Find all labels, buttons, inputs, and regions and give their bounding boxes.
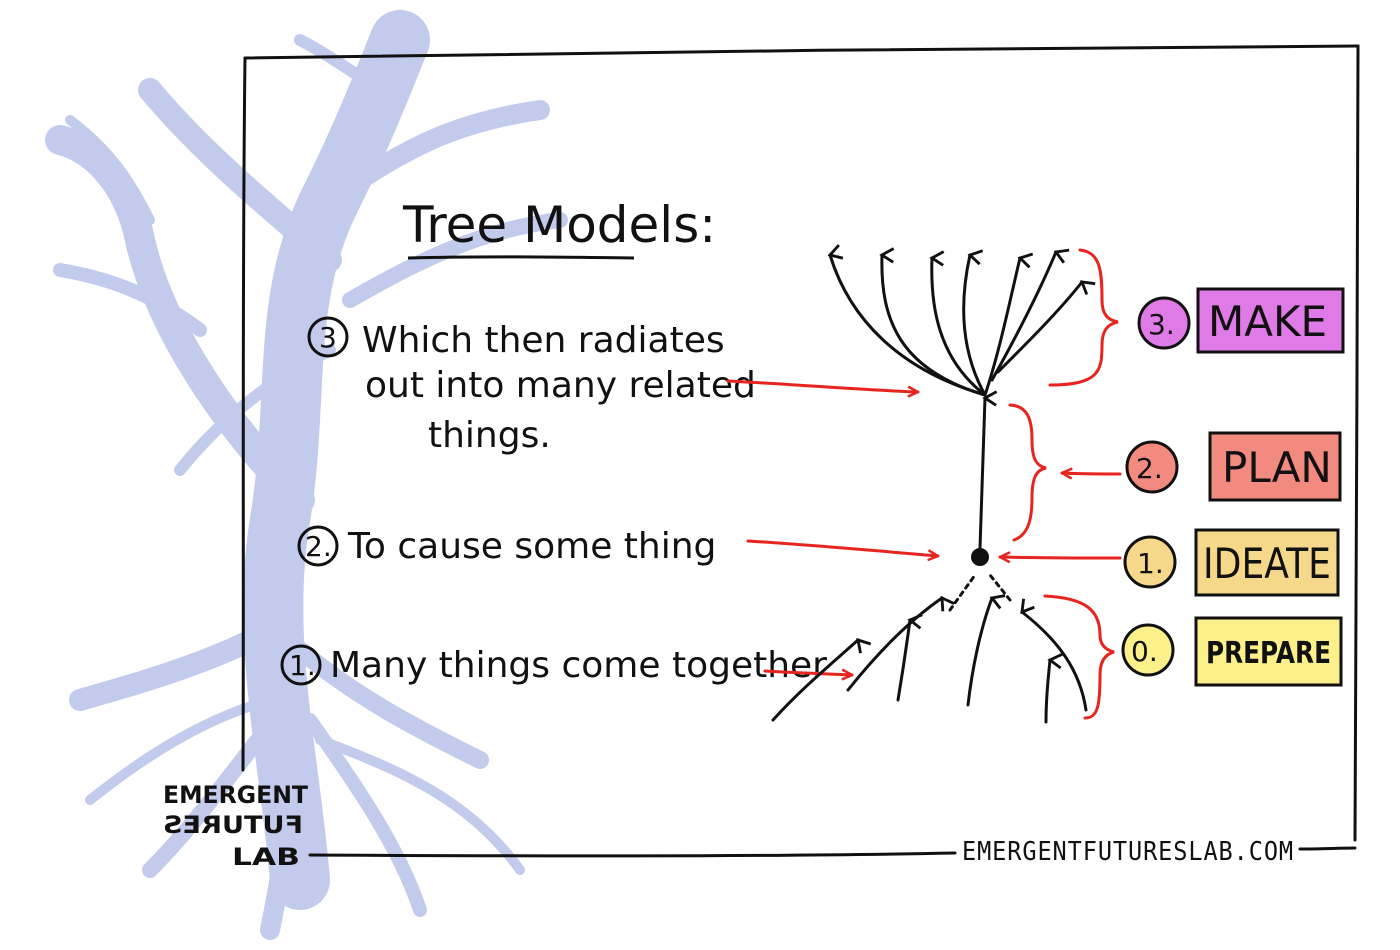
stage-prepare-label: PREPARE	[1206, 636, 1331, 671]
step-3-line-2: out into many related	[365, 365, 756, 406]
stage-make: 3. MAKE	[1137, 287, 1345, 354]
stage-ideate: 1. IDEATE	[1123, 528, 1340, 597]
stage-make-label: MAKE	[1208, 297, 1327, 346]
logo-line-3: LAB	[232, 843, 300, 871]
diagram-frame	[241, 44, 1360, 858]
stage-prepare-circle	[1121, 623, 1175, 677]
caption-pointer-arrows	[726, 379, 938, 675]
stage-ideate-circle	[1123, 535, 1177, 589]
stage-ideate-box	[1194, 528, 1340, 597]
stage-make-number: 3.	[1148, 308, 1175, 341]
diagram-title: Tree Models:	[402, 196, 716, 254]
arrow-plan	[1060, 473, 1122, 474]
logo-line-2: FUTURES	[163, 811, 303, 839]
step-1-text: Many things come together	[330, 645, 827, 686]
stage-plan-label: PLAN	[1222, 443, 1332, 492]
step-3-line-1: Which then radiates	[362, 320, 725, 361]
stage-make-box	[1196, 287, 1345, 354]
arrow-step-3	[726, 379, 920, 392]
stage-make-circle	[1137, 296, 1191, 350]
website-url: EMERGENTFUTURESLAB.COM	[962, 837, 1294, 867]
central-node	[971, 548, 989, 566]
stage-plan-number: 2.	[1136, 452, 1163, 485]
step-3-circle	[307, 316, 349, 358]
stage-prepare: 0. PREPARE	[1121, 616, 1343, 687]
arrow-ideate	[998, 557, 1122, 558]
logo-line-1: EMERGENT	[163, 781, 309, 809]
stage-prepare-number: 0.	[1131, 635, 1158, 668]
stage-ideate-label: IDEATE	[1203, 539, 1331, 588]
step-1-number: 1.	[289, 649, 316, 682]
stage-brackets	[998, 248, 1122, 720]
bracket-plan	[1008, 403, 1047, 542]
step-3-number: 3	[319, 321, 337, 354]
emergent-futures-lab-logo: EMERGENT FUTURES LAB	[163, 781, 309, 871]
step-2-text: To cause some thing	[347, 526, 716, 567]
bracket-prepare	[1043, 594, 1115, 720]
title-underline	[407, 255, 635, 260]
step-3-line-3: things.	[428, 415, 551, 456]
arrow-step-2	[746, 539, 938, 556]
stage-prepare-box	[1194, 616, 1343, 687]
tree-trunk	[978, 398, 985, 549]
stage-plan-box	[1208, 431, 1342, 502]
tree-roots	[771, 573, 1088, 724]
arrow-step-1	[763, 671, 854, 675]
background-tree-illustration	[45, 10, 568, 940]
stage-plan: 2. PLAN	[1125, 431, 1342, 502]
bracket-make	[1048, 248, 1119, 387]
step-2-circle	[297, 525, 339, 567]
step-1-circle	[280, 644, 322, 686]
tree-branches	[830, 252, 1082, 397]
stage-plan-circle	[1125, 440, 1179, 494]
step-2-number: 2.	[305, 530, 332, 563]
stage-ideate-number: 1.	[1137, 547, 1164, 580]
